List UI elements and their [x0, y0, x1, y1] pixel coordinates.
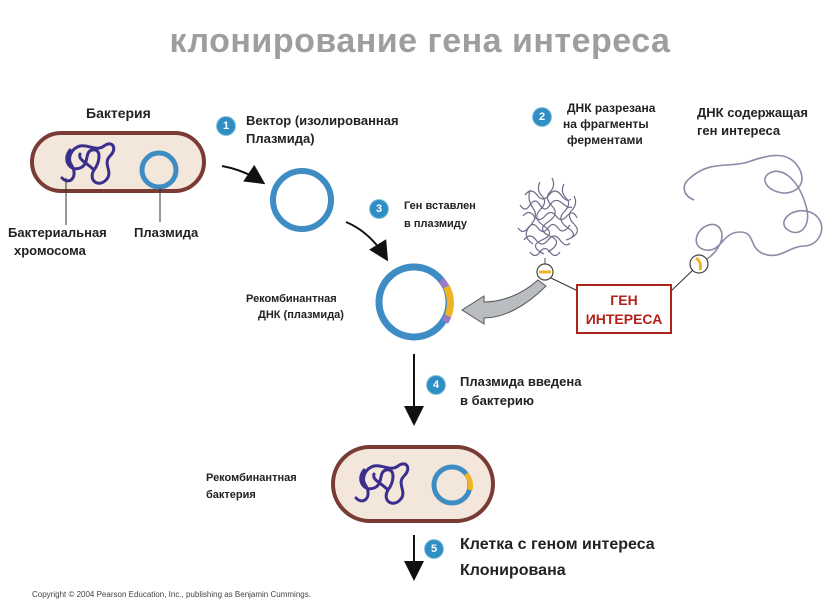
plasmid-intro-label-2: в бактерию: [460, 393, 535, 408]
cloned-label-1: Клетка с геном интереса: [460, 536, 655, 553]
vector-label-2: Плазмида): [246, 131, 315, 146]
plasmid-label: Плазмида: [134, 225, 199, 240]
gene-of-interest-box: ГЕН ИНТЕРЕСА: [576, 284, 672, 334]
gene-box-line-1: ГЕН: [610, 292, 638, 308]
recombinant-dna-label-1: Рекомбинантная: [246, 293, 337, 305]
recombinant-bacterium-plasmid: [431, 464, 473, 506]
dna-gene-label-2: ген интереса: [697, 123, 781, 138]
arrow-to-vector: [221, 164, 266, 185]
recombinant-chromosome: [354, 462, 410, 505]
copyright-text: Copyright © 2004 Pearson Education, Inc.…: [32, 590, 311, 599]
vector-plasmid: [270, 168, 334, 232]
gene-dna-strand: [689, 154, 823, 263]
bacterium-plasmid: [139, 150, 179, 190]
step-3-badge: 3: [370, 200, 388, 218]
recombinant-plasmid: [375, 263, 454, 341]
gene-box-line-2: ИНТЕРЕСА: [585, 311, 663, 327]
step-1-badge: 1: [217, 117, 235, 135]
insertion-arrow: [461, 279, 547, 325]
bacterial-chromosome-label-1: Бактериальная: [8, 225, 107, 240]
dna-gene-label-1: ДНК содержащая: [697, 105, 808, 120]
page-title: клонирование гена интереса: [169, 22, 671, 60]
dna-cut-label-3: ферментами: [567, 133, 643, 147]
plasmid-intro-label-1: Плазмида введена: [460, 374, 582, 389]
step-2-badge: 2: [533, 108, 551, 126]
step-5-badge: 5: [425, 540, 443, 558]
vector-label-1: Вектор (изолированная: [246, 113, 399, 128]
arrow-to-recombinant: [345, 221, 389, 262]
step-4-badge: 4: [427, 376, 445, 394]
recombinant-bacterium-label-2: бактерия: [206, 489, 256, 501]
bacterium-cell: [30, 131, 206, 193]
cloned-label-2: Клонирована: [460, 562, 566, 579]
dna-cut-label-2: на фрагменты: [563, 117, 649, 131]
recombinant-dna-label-2: ДНК (плазмида): [258, 309, 344, 321]
bacterium-label: Бактерия: [86, 105, 151, 121]
bacterial-chromosome: [60, 142, 116, 185]
recombinant-bacterium-label-1: Рекомбинантная: [206, 472, 297, 484]
dna-fragments: [517, 177, 578, 257]
dna-cut-label-1: ДНК разрезана: [567, 101, 656, 115]
bacterial-chromosome-label-2: хромосома: [14, 243, 86, 258]
gene-inserted-label-2: в плазмиду: [404, 218, 468, 230]
gene-inserted-label-1: Ген вставлен: [404, 200, 476, 212]
